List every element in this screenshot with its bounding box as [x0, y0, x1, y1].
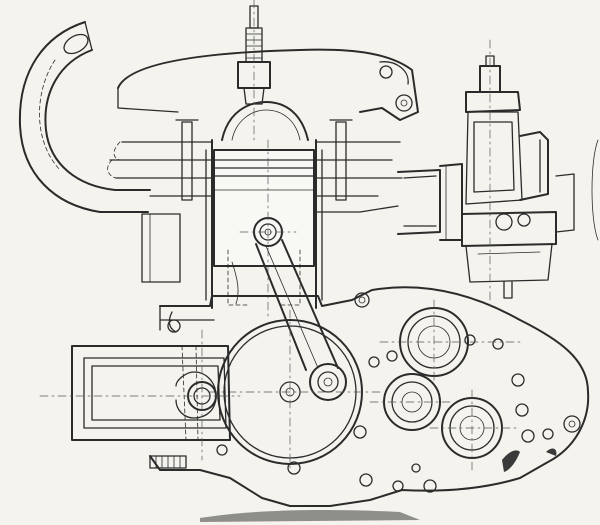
carburettor [461, 39, 575, 311]
gearbox-shafts [369, 299, 521, 471]
magneto-housing [39, 329, 241, 469]
crankcase [149, 286, 590, 507]
exhaust-pipe [18, 21, 181, 283]
intake-manifold [397, 163, 463, 241]
cylinder-fins [107, 141, 403, 213]
scan-artifacts [200, 139, 599, 522]
piston [205, 139, 323, 321]
spark-plug [237, 0, 271, 141]
connecting-rod [255, 239, 347, 401]
cylinder-head [117, 48, 419, 201]
transfer-port [227, 249, 301, 306]
crankshaft [209, 309, 381, 471]
